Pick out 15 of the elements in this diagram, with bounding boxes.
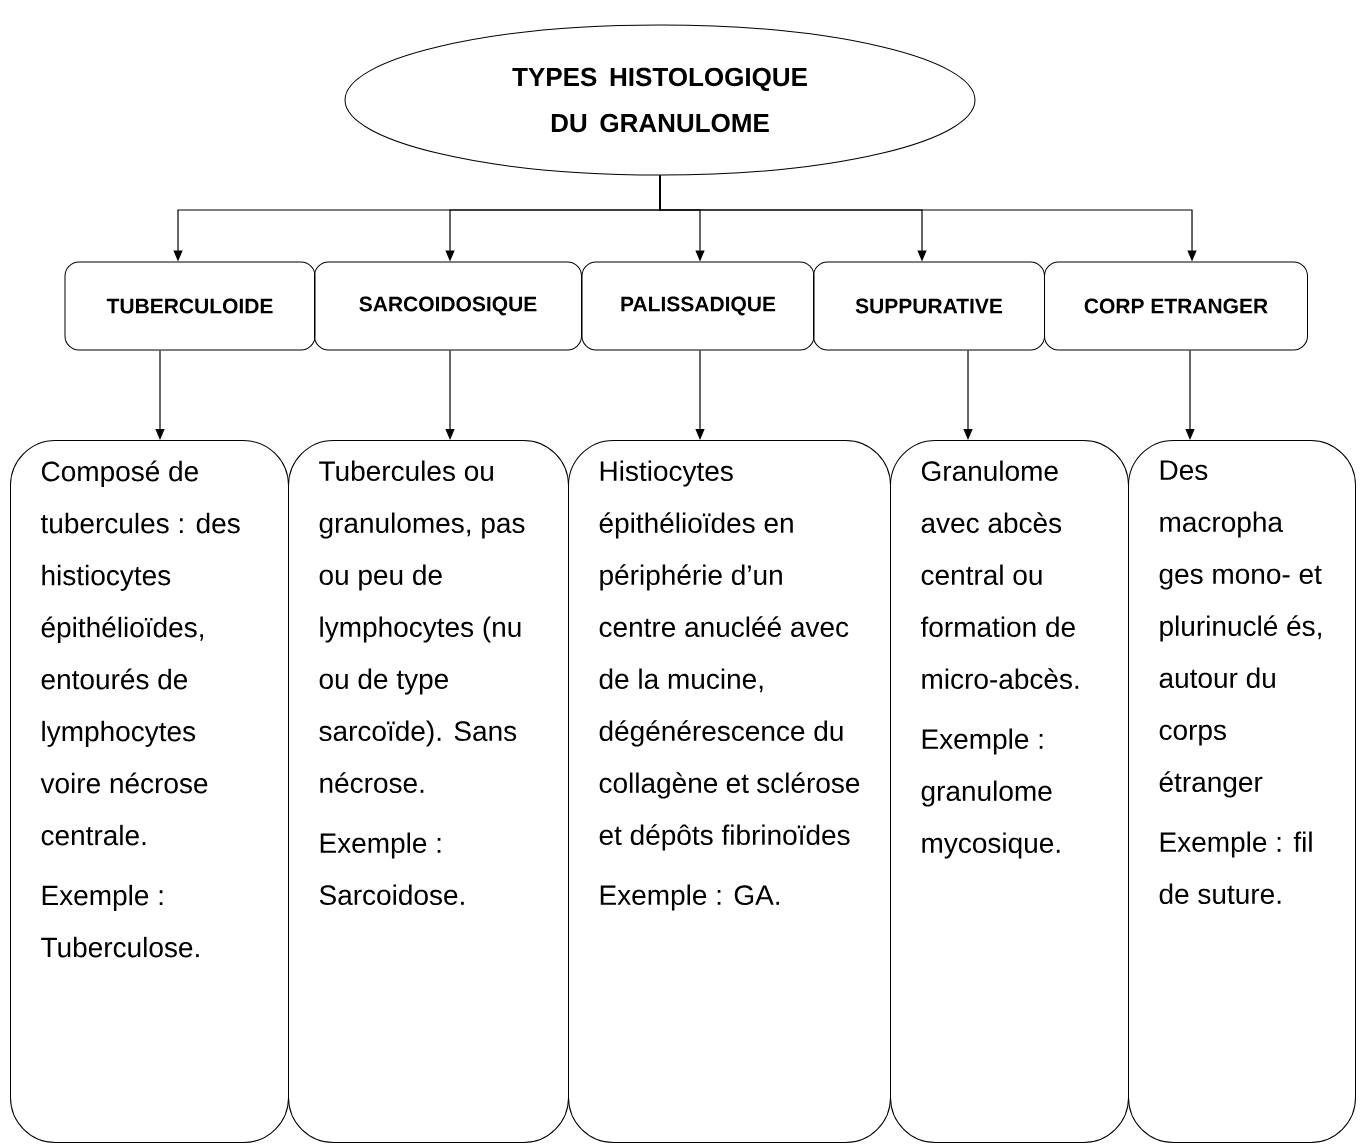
category-box: PALISSADIQUE: [581, 261, 815, 351]
description-box: Granulome avec abcès central ou formation de micro-abcès. Exemple : granulome mycosique.: [890, 440, 1129, 1143]
category-box: TUBERCULOIDE: [64, 261, 316, 351]
description-box: Composé de tubercules : des histiocytes épithélioïdes, entourés de lymphocytes voire nécrose centrale. Exemple : Tuberculose.: [10, 440, 289, 1143]
arrow: [1185, 349, 1195, 440]
description-box: Tubercules ou granulomes, pas ou peu de lymphocytes (nu ou de type sarcoïde). Sans nécrose. Exemple : Sarcoidose.: [288, 440, 569, 1143]
description-box: Des macropha ges mono- et plurinuclé és, autour du corps étranger Exemple : fil de suture.: [1128, 440, 1356, 1143]
category-box: CORP ETRANGER: [1044, 261, 1308, 351]
arrow: [963, 349, 973, 440]
arrow: [695, 349, 705, 440]
category-box: SUPPURATIVE: [813, 261, 1045, 351]
category-box: SARCOIDOSIQUE: [314, 261, 582, 351]
arrow: [155, 349, 165, 440]
description-box: Histiocytes épithélioïdes en périphérie d’un centre anucléé avec de la mucine, dégénérescence du collagène et sclérose et dépôts fibrinoïdes Exemple : GA.: [568, 440, 891, 1143]
arrow: [445, 349, 455, 440]
